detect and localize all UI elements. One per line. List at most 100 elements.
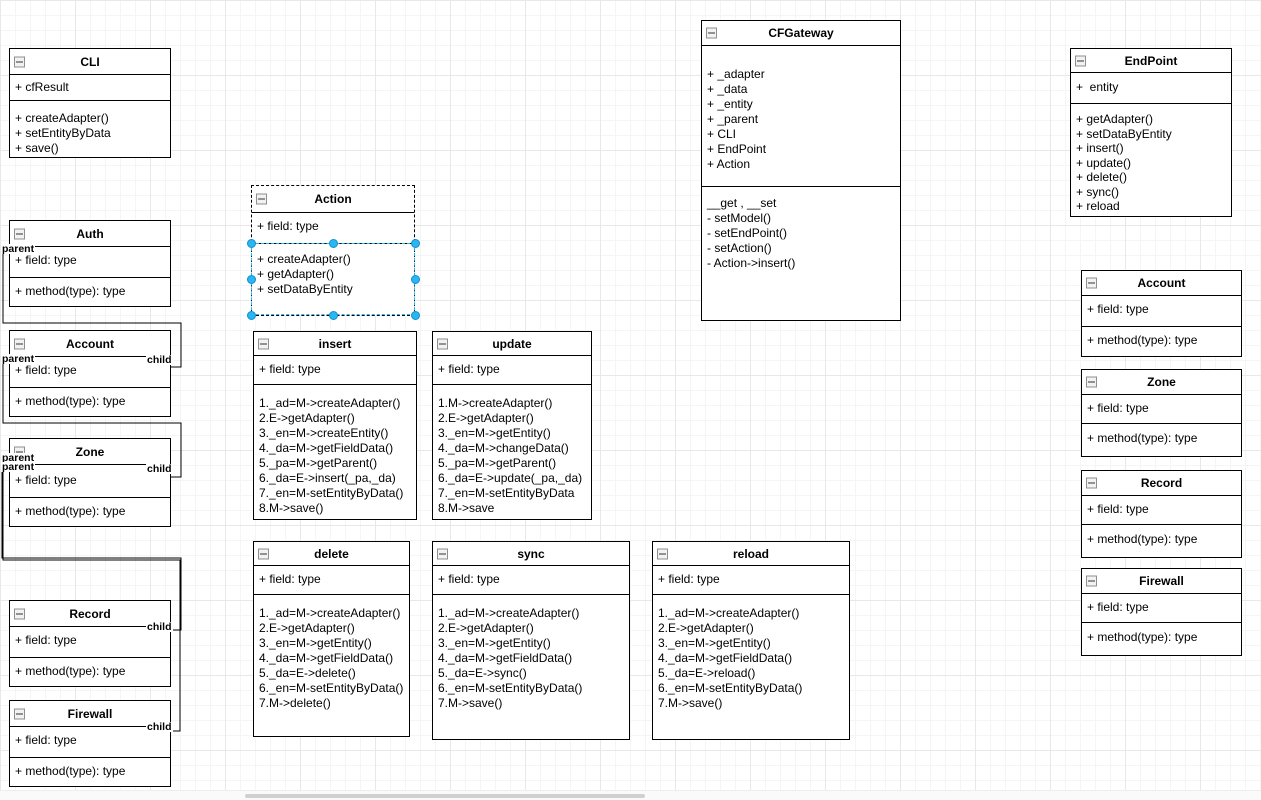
collapse-minus-icon[interactable] [1086,277,1097,289]
scrollbar-thumb[interactable] [245,794,645,798]
class-compartment[interactable]: + field: type [10,627,170,658]
collapse-minus-icon[interactable] [437,548,448,559]
class-title-bar[interactable]: insert [254,332,416,356]
uml-class-zone-right[interactable]: Zone+ field: type+ method(type): type [1081,369,1242,457]
class-compartment[interactable]: + field: type [1082,296,1241,327]
class-compartment[interactable]: + field: type [10,727,170,758]
class-compartment[interactable]: + method(type): type [10,388,170,416]
collapse-minus-icon[interactable] [14,228,25,239]
class-title-bar[interactable]: Record [1082,471,1241,496]
horizontal-scrollbar[interactable] [0,790,1261,800]
class-compartment[interactable]: + method(type): type [10,278,170,306]
selection-handle[interactable] [410,310,420,320]
class-compartment[interactable]: + method(type): type [1082,424,1241,456]
class-compartment[interactable]: + field: type [254,566,409,595]
uml-class-auth[interactable]: Auth+ field: type+ method(type): type [9,220,171,307]
uml-class-cli[interactable]: CLI+ cfResult+ createAdapter()+ setEntit… [9,48,171,158]
class-title-bar[interactable]: delete [254,542,409,566]
class-compartment[interactable]: + createAdapter()+ getAdapter()+ setData… [252,244,414,315]
class-compartment[interactable]: + field: type [254,356,416,385]
class-title-bar[interactable]: reload [653,542,849,566]
selection-handle[interactable] [410,274,420,284]
collapse-minus-icon[interactable] [706,27,717,39]
collapse-minus-icon[interactable] [437,338,448,349]
selection-handle[interactable] [410,238,420,248]
collapse-minus-icon[interactable] [657,548,668,559]
class-title-bar[interactable]: Auth [10,221,170,247]
class-compartment[interactable]: + method(type): type [10,658,170,686]
class-compartment[interactable]: 1.M->createAdapter()2.E->getAdapter()3._… [433,385,591,519]
class-compartment[interactable]: + createAdapter()+ setEntityByData+ save… [10,101,170,157]
collapse-minus-icon[interactable] [1075,55,1086,66]
edge-label-parent[interactable]: parent [1,243,36,255]
class-title-bar[interactable]: CLI [10,49,170,75]
class-title-bar[interactable]: CFGateway [702,21,900,46]
class-compartment[interactable]: + method(type): type [1082,623,1241,655]
class-title-bar[interactable]: Account [1082,271,1241,296]
class-title-bar[interactable]: Record [10,601,170,627]
uml-class-record-right[interactable]: Record+ field: type+ method(type): type [1081,470,1242,558]
selection-handle[interactable] [328,310,338,320]
uml-class-cfgateway[interactable]: CFGateway+ _adapter+ _data+ _entity+ _pa… [701,20,901,321]
uml-class-endpoint[interactable]: EndPoint+ entity+ getAdapter()+ setDataB… [1070,48,1232,217]
selection-handle[interactable] [246,274,256,284]
collapse-minus-icon[interactable] [14,338,25,349]
collapse-minus-icon[interactable] [258,548,269,559]
collapse-minus-icon[interactable] [14,56,25,67]
class-compartment[interactable]: __get , __set- setModel()- setEndPoint()… [702,187,900,320]
uml-class-firewall-left[interactable]: Firewall+ field: type+ method(type): typ… [9,700,171,787]
edge-label-child[interactable]: child [146,463,173,475]
class-compartment[interactable]: + field: type [1082,496,1241,525]
edge-label-child[interactable]: child [146,721,173,733]
class-compartment[interactable]: + method(type): type [10,498,170,526]
edge-label-parent[interactable]: parent [1,452,36,464]
uml-class-record-left[interactable]: Record+ field: type+ method(type): type [9,600,171,687]
class-compartment[interactable]: + field: type [10,357,170,388]
class-compartment[interactable]: + field: type [433,566,629,595]
uml-class-action[interactable]: Action+ field: type+ createAdapter()+ ge… [251,185,415,316]
uml-class-account-right[interactable]: Account+ field: type+ method(type): type [1081,270,1242,357]
class-compartment[interactable]: + cfResult [10,75,170,101]
selection-handle[interactable] [246,238,256,248]
class-title-bar[interactable]: EndPoint [1071,49,1231,73]
collapse-minus-icon[interactable] [1086,376,1097,388]
class-compartment[interactable]: + method(type): type [10,758,170,786]
class-title-bar[interactable]: Action [252,186,414,213]
class-compartment[interactable]: + getAdapter()+ setDataByEntity+ insert(… [1071,104,1231,216]
class-compartment[interactable]: + field: type [10,247,170,278]
collapse-minus-icon[interactable] [256,193,267,205]
class-compartment[interactable]: 1._ad=M->createAdapter()2.E->getAdapter(… [433,595,629,739]
class-title-bar[interactable]: Firewall [10,701,170,727]
class-compartment[interactable]: 1._ad=M->createAdapter()2.E->getAdapter(… [254,385,416,519]
class-title-bar[interactable]: sync [433,542,629,566]
class-compartment[interactable]: + method(type): type [1082,525,1241,557]
edge-label-parent[interactable]: parent [1,353,36,365]
class-compartment[interactable]: + entity [1071,73,1231,104]
selection-handle[interactable] [328,238,338,248]
class-compartment[interactable]: 1._ad=M->createAdapter()2.E->getAdapter(… [653,595,849,739]
class-compartment[interactable]: + field: type [433,356,591,385]
collapse-minus-icon[interactable] [1086,575,1097,587]
class-compartment[interactable]: + field: type [1082,395,1241,424]
class-title-bar[interactable]: Zone [1082,370,1241,395]
edge-label-child[interactable]: child [146,354,173,366]
uml-class-firewall-right[interactable]: Firewall+ field: type+ method(type): typ… [1081,568,1242,656]
class-title-bar[interactable]: Firewall [1082,569,1241,594]
class-compartment[interactable]: + field: type [10,465,170,498]
class-compartment[interactable]: + _adapter+ _data+ _entity+ _parent+ CLI… [702,46,900,187]
class-title-bar[interactable]: Zone [10,439,170,465]
collapse-minus-icon[interactable] [14,708,25,719]
class-title-bar[interactable]: Account [10,331,170,357]
uml-class-account-left[interactable]: Account+ field: type+ method(type): type [9,330,171,417]
selection-handle[interactable] [246,310,256,320]
collapse-minus-icon[interactable] [258,338,269,349]
uml-class-zone-left[interactable]: Zone+ field: type+ method(type): type [9,438,171,527]
class-title-bar[interactable]: update [433,332,591,356]
collapse-minus-icon[interactable] [1086,477,1097,489]
collapse-minus-icon[interactable] [14,608,25,619]
